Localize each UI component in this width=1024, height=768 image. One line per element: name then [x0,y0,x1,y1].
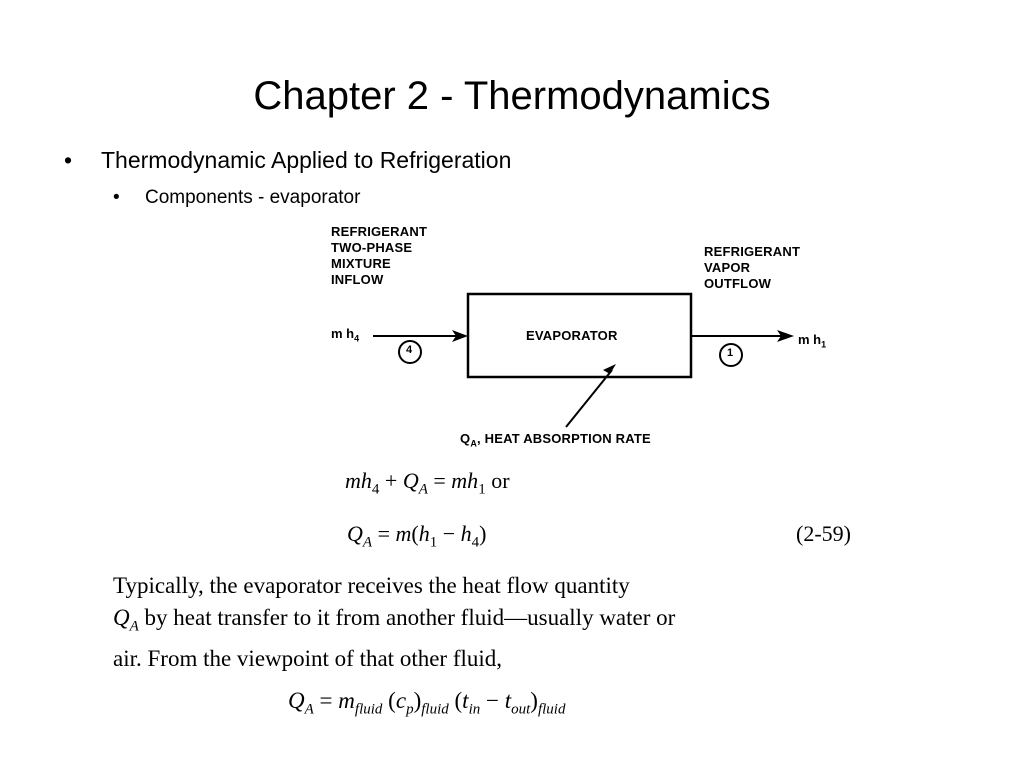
paragraph-line: air. From the viewpoint of that other fl… [113,645,503,671]
inflow-label-line: MIXTURE [331,256,391,271]
bullet-text: Thermodynamic Applied to Refrigeration [101,147,512,173]
equation-number: (2-59) [796,521,851,546]
outflow-label-line: VAPOR [704,260,751,275]
bullet-text: Components - evaporator [145,187,361,208]
equation-or: or [491,468,510,493]
outflow-state-text: m h [798,332,822,347]
equation-fluid-heat: QA = mfluid (cp)fluid (tin − tout)fluid [288,688,566,718]
outflow-label-line: REFRIGERANT [704,244,801,259]
inflow-label-line: INFLOW [331,272,384,287]
state-node-4 [398,340,422,364]
equation-energy-balance: mh4 + QA = mh1 or [345,468,510,498]
evaporator-label: EVAPORATOR [526,328,618,343]
heat-q-symbol: Q [460,431,471,446]
heat-label-text: , HEAT ABSORPTION RATE [477,431,651,446]
state-node-1 [719,343,743,367]
paragraph-line: Typically, the evaporator receives the h… [113,573,630,598]
outflow-label: REFRIGERANT VAPOR OUTFLOW [704,244,800,292]
outflow-arrowhead [777,330,794,342]
bullet-marker: • [113,187,120,208]
paragraph: Typically, the evaporator receives the h… [113,570,883,675]
paragraph-line-text: by heat transfer to it from another flui… [138,605,676,630]
heat-arrowhead [603,364,616,374]
inflow-label-line: REFRIGERANT [331,224,428,239]
heat-absorption-label: QA, HEAT ABSORPTION RATE [460,431,651,452]
outflow-state-label: m h1 [798,332,826,350]
equation-heat-rate: QA = m(h1 − h4) [347,521,487,551]
outflow-label-line: OUTFLOW [704,276,772,291]
inflow-state-text: m h [331,326,355,341]
slide-title: Chapter 2 - Thermodynamics [253,74,771,118]
bullet-marker: • [64,147,73,173]
heat-arrow-line [565,369,613,428]
inflow-arrowhead [452,330,468,342]
heat-q-subscript: A [470,438,478,449]
node-1-label: 1 [727,347,734,359]
inflow-state-label: m h4 [331,326,359,344]
paragraph-line: QA by heat transfer to it from another f… [113,605,676,635]
inflow-label: REFRIGERANT TWO-PHASE MIXTURE INFLOW [331,224,427,288]
node-4-label: 4 [406,344,413,356]
inflow-label-line: TWO-PHASE [331,240,413,255]
outflow-state-subscript: 1 [821,339,827,350]
inflow-state-subscript: 4 [354,333,360,344]
